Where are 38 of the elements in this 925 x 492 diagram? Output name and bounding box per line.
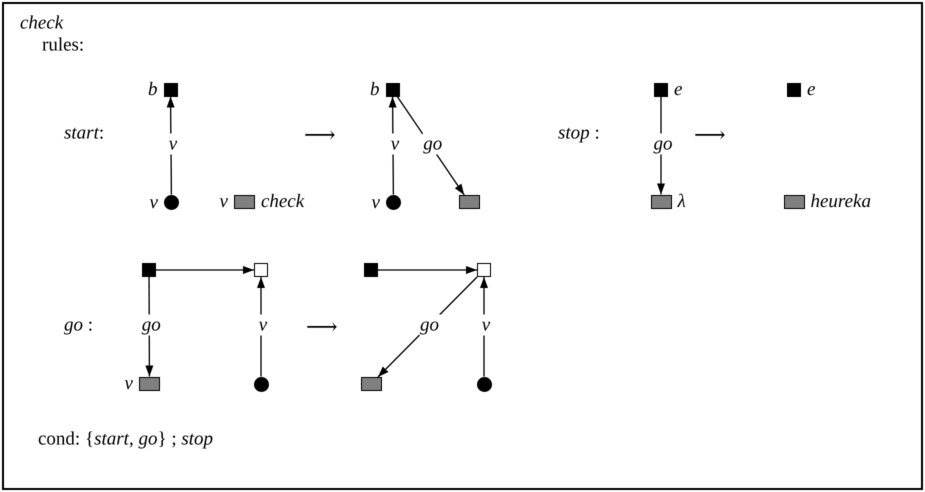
vertex-label: e [807,80,816,99]
rule-name: go : [64,316,94,336]
edge-label: v [390,133,400,154]
arrow [156,266,254,274]
arrow [388,96,397,194]
rule-name: start: [64,124,104,144]
edge-label: go [652,133,674,154]
vertex-label: v [150,192,158,212]
program-name: check [20,14,64,34]
vertex-label: v [372,192,380,212]
vertex-label: heureka [810,192,871,211]
edge-label: v [480,314,492,336]
edge-label: v [258,314,268,336]
arrow [257,277,265,376]
condition-text: cond: {start, go} ; stop [38,430,214,450]
arrow [396,96,465,196]
rewrite-arrow: ⟶ [306,314,338,340]
vertex-label: b [148,80,158,99]
edge-label: go [419,314,440,336]
vertex-label: check [260,192,304,211]
arrow [145,277,154,376]
arrow [166,96,175,194]
vertex-label: e [674,80,682,99]
arrow [480,277,488,376]
rewrite-arrow: ⟶ [304,122,336,148]
edge-label: go [422,133,444,154]
rule-name: stop : [558,124,600,144]
vertex-label: λ [678,192,686,211]
vertex-label: v [124,374,133,393]
rewrite-arrow: ⟶ [694,122,726,148]
edge-label: go [140,314,162,336]
vertex-label: b [370,80,380,99]
section-heading: rules: [42,36,84,56]
vertex-label: v [220,192,228,211]
arrow [378,266,477,274]
arrow [377,276,478,378]
arrow [657,96,665,194]
edge-label: v [168,133,178,154]
